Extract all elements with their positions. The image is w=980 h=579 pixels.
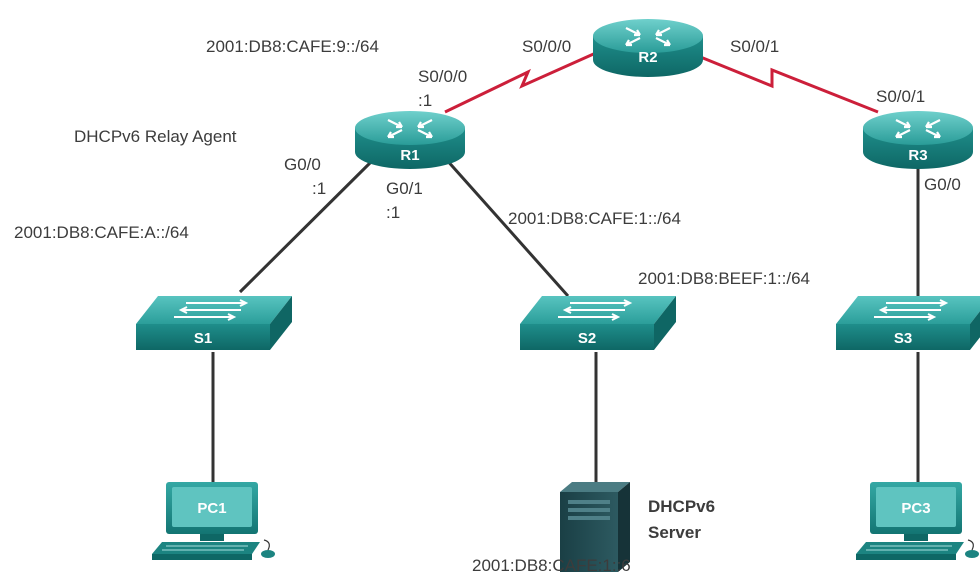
ethernet-link-r1-s1: [238, 156, 377, 294]
router-label: R2: [638, 49, 657, 66]
network-label-r1-r2: 2001:DB8:CAFE:9::/64: [206, 37, 379, 56]
router-arrows-icon: [895, 119, 941, 139]
router-arrows-icon: [625, 27, 671, 47]
relay-agent-label: DHCPv6 Relay Agent: [74, 127, 237, 146]
pc-pc1[interactable]: PC1: [152, 482, 275, 560]
router-r3[interactable]: R3: [863, 111, 973, 169]
switch-s1[interactable]: S1: [136, 296, 292, 350]
serial-link-r1-r2: [444, 50, 599, 114]
serial-link-r2-r3: [697, 54, 879, 114]
interface-host-r1-g00: :1: [312, 179, 326, 198]
switch-label: S1: [194, 330, 212, 347]
interface-label-r3-s001: S0/0/1: [876, 87, 925, 106]
address-labels: 2001:DB8:CAFE:9::/64 S0/0/0 S0/0/1 S0/0/…: [14, 37, 961, 575]
switch-label: S3: [894, 330, 912, 347]
keyboard-icon: [162, 545, 248, 551]
interface-label-r1-s000: S0/0/0: [418, 67, 467, 86]
ethernet-link-r1-s2: [443, 157, 570, 297]
switch-arrows-icon: [174, 299, 249, 321]
dhcpv6-server[interactable]: [560, 482, 630, 572]
pc-label: PC1: [197, 500, 226, 517]
interface-host-r1-s000: :1: [418, 91, 432, 110]
switch-arrows-icon: [558, 299, 633, 321]
server-address-label: 2001:DB8:CAFE:1::6: [472, 556, 631, 575]
switch-s3[interactable]: S3: [836, 296, 980, 350]
switch-label: S2: [578, 330, 596, 347]
switch-s2[interactable]: S2: [520, 296, 676, 350]
router-arrows-icon: [387, 119, 433, 139]
switch-arrows-icon: [874, 299, 949, 321]
network-label-r1-s1: 2001:DB8:CAFE:A::/64: [14, 223, 189, 242]
interface-label-r2-s001: S0/0/1: [730, 37, 779, 56]
mouse-icon: [965, 539, 979, 558]
mouse-icon: [261, 539, 275, 558]
server-drives-icon: [568, 500, 610, 520]
interface-label-r2-s000: S0/0/0: [522, 37, 571, 56]
router-r2[interactable]: R2: [593, 19, 703, 77]
interface-host-r1-g01: :1: [386, 203, 400, 222]
server-label-line1: DHCPv6: [648, 497, 715, 516]
network-label-r3-s3: 2001:DB8:BEEF:1::/64: [638, 269, 810, 288]
links: [211, 50, 920, 486]
router-label: R3: [908, 147, 927, 164]
router-r1[interactable]: R1: [355, 111, 465, 169]
keyboard-icon: [866, 545, 952, 551]
interface-label-r3-g00: G0/0: [924, 175, 961, 194]
network-label-r1-s2: 2001:DB8:CAFE:1::/64: [508, 209, 681, 228]
pc-pc3[interactable]: PC3: [856, 482, 979, 560]
router-label: R1: [400, 147, 419, 164]
pc-label: PC3: [901, 500, 930, 517]
interface-label-r1-g01: G0/1: [386, 179, 423, 198]
server-label-line2: Server: [648, 523, 701, 542]
interface-label-r1-g00: G0/0: [284, 155, 321, 174]
